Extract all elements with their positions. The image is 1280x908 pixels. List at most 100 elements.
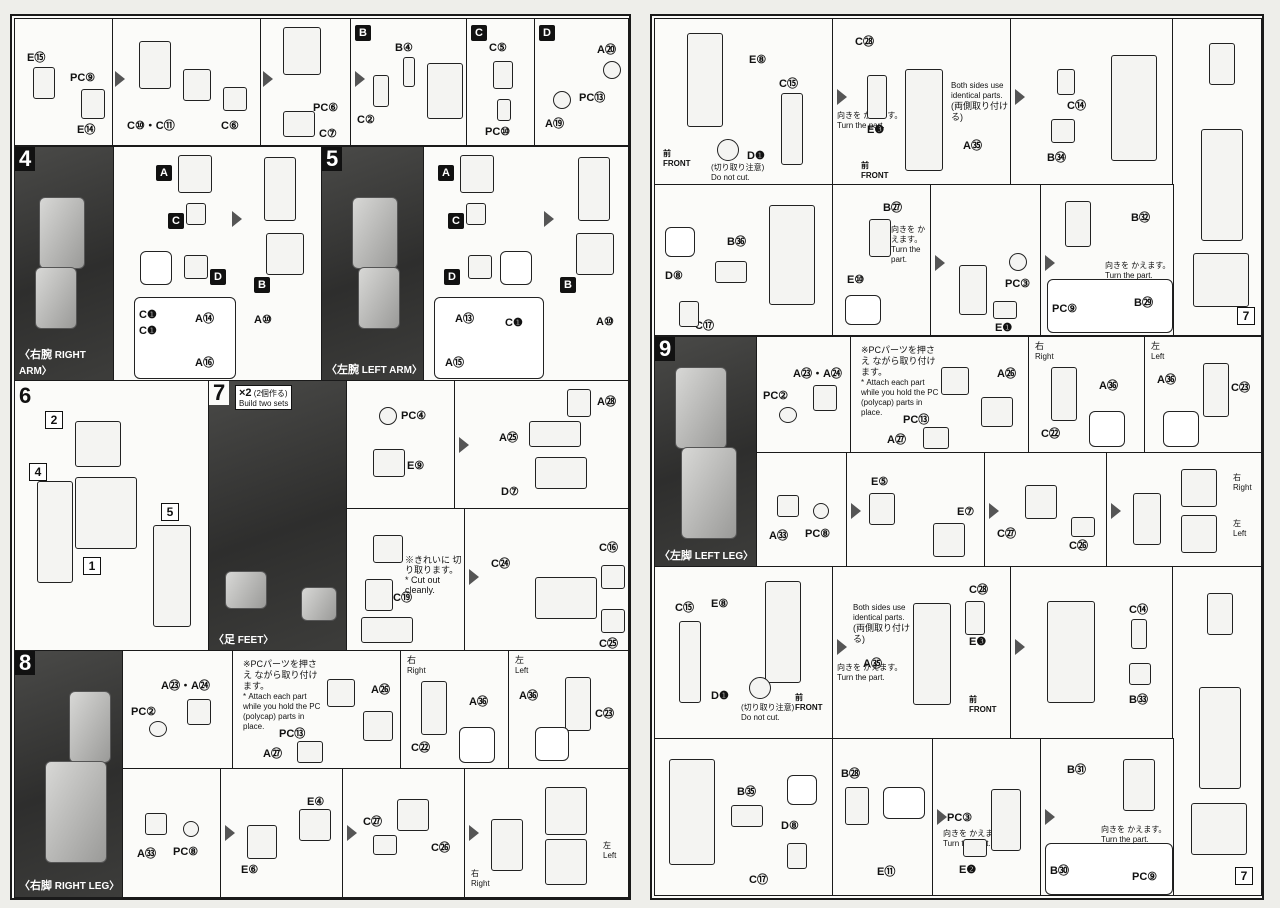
part-label: D❶ <box>747 150 765 162</box>
part-drawing <box>715 261 747 283</box>
label-en: Left <box>515 666 529 675</box>
part-drawing <box>535 457 587 489</box>
note-jp: (切り取り注意) <box>741 703 795 712</box>
part-label: C㉘ <box>855 36 874 48</box>
step-arrow <box>1111 503 1121 519</box>
part-drawing <box>1129 663 1151 685</box>
step8-caption: 〈右脚 RIGHT LEG〉 <box>19 877 119 893</box>
part-drawing <box>139 41 171 89</box>
step5-cell: A C D B A⑩ A⑬ C❶ A⑮ <box>423 146 629 382</box>
step8-cell-6: E④ E⑥ <box>220 768 344 898</box>
detail-inset <box>459 727 495 763</box>
photo-part <box>301 587 337 621</box>
part-drawing <box>497 99 511 121</box>
step-arrow <box>1015 639 1025 655</box>
part-label: A㉟ <box>863 658 882 670</box>
turn-note: 向きを かえます。 Turn the part. <box>891 225 931 265</box>
photo-part <box>45 761 107 863</box>
part-label: C㉗ <box>997 528 1016 540</box>
part-label: E❶ <box>995 322 1013 334</box>
step-arrow <box>347 825 357 841</box>
part-label: A㉖ <box>997 368 1016 380</box>
note-jp: 向きを かえます。 <box>837 663 903 672</box>
part-drawing <box>578 157 610 221</box>
part-label: A㊱ <box>1157 374 1176 386</box>
part-label: A⑮ <box>445 357 464 369</box>
build-two-note: ×2 (2個作る) Build two sets <box>235 385 293 410</box>
subassembly-inset: B㉚ PC⑨ <box>1045 843 1173 895</box>
step7-cell-3: ※きれいに 切り取ります。 * Cut out cleanly. C⑲ <box>346 508 466 652</box>
step5-photo: 5 〈左腕 LEFT ARM〉 <box>321 146 425 382</box>
part-drawing <box>1201 129 1243 241</box>
part-label: A⑲ <box>545 118 564 130</box>
step9b-cell-6: PC③ E❷ 向きを かえます。 Turn the part. <box>932 738 1042 896</box>
part-drawing <box>1193 253 1249 307</box>
part-drawing <box>1203 363 1229 417</box>
part-drawing <box>1065 201 1091 247</box>
part-drawing <box>493 61 513 89</box>
part-label: E⑦ <box>957 506 975 518</box>
pc-hold-note: ※PCパーツを押さえ ながら取り付けます。 * Attach each part… <box>861 345 941 418</box>
right-label: 右 Right <box>1035 341 1054 362</box>
part-drawing <box>1207 593 1233 635</box>
left-page: E⑮ PC⑨ E⑭ C⑩・C⑪ C⑥ PC⑥ C⑦ B B④ C② C C⑤ P… <box>10 14 631 900</box>
part-drawing <box>553 91 571 109</box>
part-drawing <box>223 87 247 111</box>
step7-cell-2: A㉘ A㉕ D⑦ <box>454 380 629 510</box>
part-drawing <box>603 61 621 79</box>
part-label: E⑧ <box>711 598 729 610</box>
part-label: E❷ <box>959 864 977 876</box>
left-label: 左 Left <box>515 655 528 676</box>
note-en: Turn the part. <box>837 121 885 130</box>
part-label: B㉛ <box>1067 764 1086 776</box>
ref-box: 4 <box>29 463 47 481</box>
part-label: E❸ <box>867 124 885 136</box>
label-jp: 前 <box>969 695 977 704</box>
part-drawing <box>491 819 523 871</box>
label-en: FRONT <box>663 159 691 168</box>
step-arrow <box>935 255 945 271</box>
step8-cell-1: A㉓・A㉔ PC② <box>122 650 234 770</box>
label-jp: 左 <box>1233 519 1241 528</box>
part-drawing <box>1181 515 1217 553</box>
part-drawing <box>1051 119 1075 143</box>
part-label: A㉝ <box>769 530 788 542</box>
part-drawing <box>184 255 208 279</box>
note-jp: 向きを かえます。 <box>891 225 926 244</box>
part-drawing <box>460 155 494 193</box>
part-drawing <box>913 603 951 705</box>
note-en: Turn the part. <box>891 245 921 264</box>
front-label: 前 FRONT <box>861 161 889 181</box>
step9-caption: 〈左脚 LEFT LEG〉 <box>659 547 753 563</box>
note-en: Both sides use identical parts. <box>951 81 1004 100</box>
step-arrow <box>115 71 125 87</box>
step3-cell-3: PC⑥ C⑦ <box>260 18 352 146</box>
caption-en: RIGHT LEG〉 <box>54 881 120 892</box>
part-drawing <box>178 155 212 193</box>
part-drawing <box>869 493 895 525</box>
label-jp: 左 <box>603 841 611 850</box>
part-label: PC⑨ <box>1052 303 1078 315</box>
part-label: C⑭ <box>1129 604 1148 616</box>
label-jp: 前 <box>795 693 803 702</box>
part-label: PC④ <box>401 410 427 422</box>
front-label: 前 FRONT <box>663 149 691 169</box>
label-jp: 前 <box>663 149 671 158</box>
note-jp: ※PCパーツを押さえ ながら取り付けます。 <box>861 345 936 377</box>
part-label: C⑮ <box>675 602 694 614</box>
detail-inset <box>1089 411 1125 447</box>
part-label: PC⑬ <box>579 92 606 104</box>
runner-letter: B <box>560 277 576 293</box>
right-label: 右 Right <box>407 655 426 676</box>
turn-note: 向きを かえます。 Turn the part. <box>837 663 902 683</box>
label-jp: 前 <box>861 161 869 170</box>
part-label: A⑳ <box>597 44 616 56</box>
caption-jp: 〈右脚 <box>19 880 52 892</box>
part-label: B④ <box>395 42 413 54</box>
part-label: C⑮ <box>779 78 798 90</box>
part-label: PC③ <box>947 812 973 824</box>
step9-cell-1: A㉓・A㉔ PC② <box>756 336 852 454</box>
step-arrow <box>1015 89 1025 105</box>
subassembly-inset: C❶ A⑭ C❶ A⑯ <box>134 297 236 379</box>
step-number: 9 <box>655 337 676 361</box>
